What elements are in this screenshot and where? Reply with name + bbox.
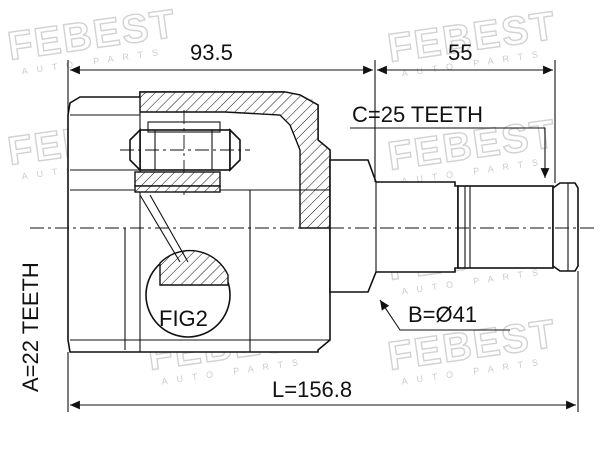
label-spline-c: C=25 TEETH bbox=[352, 102, 483, 127]
label-spline-a: A=22 TEETH bbox=[18, 262, 43, 392]
joint-housing bbox=[67, 91, 331, 353]
label-fig2: FIG2 bbox=[159, 306, 208, 331]
dimension-housing-length: 93.5 bbox=[190, 40, 233, 65]
joint-shaft bbox=[329, 159, 579, 293]
label-diameter-b: B=Ø41 bbox=[408, 302, 477, 327]
dimension-shaft-length: 55 bbox=[448, 40, 472, 65]
dimension-lines bbox=[67, 60, 579, 412]
dimension-total-length: L=156.8 bbox=[272, 377, 352, 402]
